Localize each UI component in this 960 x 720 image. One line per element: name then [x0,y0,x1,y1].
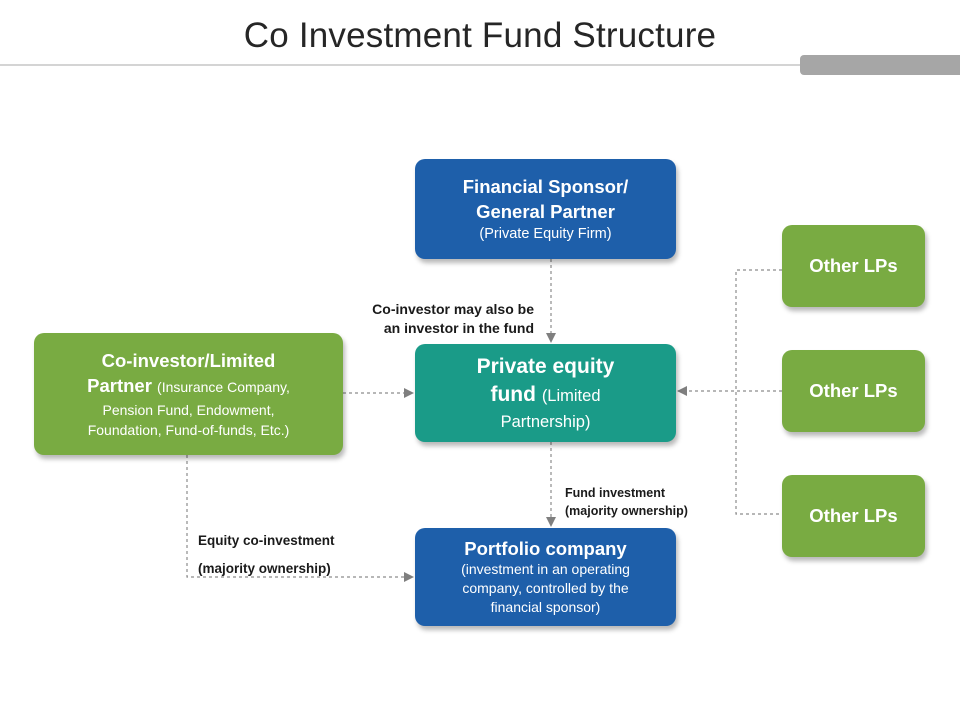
pe-fund-subtitle-end: Partnership) [500,412,591,431]
pe-fund-title-line-1: Private equity [476,354,615,378]
equity-coinvestment-line-1: Equity co-investment [198,533,335,548]
portfolio-desc-line-2: company, controlled by the [462,580,629,596]
title-divider [0,64,960,66]
coinvestor-title-line-1: Co-investor/Limited [101,350,276,371]
portfolio-desc-line-1: (investment in an operating [461,561,630,577]
fund-investment-label: Fund investment (majority ownership) [565,484,688,520]
portfolio-title: Portfolio company [464,538,627,559]
coinvestor-title-line-2: Partner (Insurance Company, [87,373,290,400]
pe-fund-subtitle-start: (Limited [541,386,601,405]
fund-investment-line-2: (majority ownership) [565,504,688,518]
co-investor-note-line-2: an investor in the fund [383,320,534,336]
pe-fund-title-line-2: fund (Limited [490,381,600,410]
sponsor-subtitle: (Private Equity Firm) [479,226,612,242]
title-accent-bar [800,55,960,75]
fund-investment-line-1: Fund investment [565,486,666,500]
coinvestor-desc-line-3: Foundation, Fund-of-funds, Etc.) [87,422,290,438]
portfolio-company-node: Portfolio company (investment in an oper… [415,528,676,626]
equity-coinvestment-line-2: (majority ownership) [198,561,331,576]
co-investor-note: Co-investor may also be an investor in t… [330,300,534,338]
other-lps-node: Other LPs [782,475,925,557]
other-lps-bracket [735,269,782,515]
other-lps-label: Other LPs [809,255,898,276]
page-title: Co Investment Fund Structure [243,16,717,55]
equity-coinvestment-label: Equity co-investment (majority ownership… [198,527,335,583]
pe-fund-title-word: fund [490,382,536,406]
coinvestor-desc-line-2: Pension Fund, Endowment, [102,402,275,418]
coinvestor-to-portfolio-connector [186,455,414,582]
co-investor-node: Co-investor/Limited Partner (Insurance C… [34,333,343,455]
financial-sponsor-node: Financial Sponsor/ General Partner (Priv… [415,159,676,259]
portfolio-desc-line-3: financial sponsor) [490,599,601,615]
coinvestor-title-word: Partner [87,375,152,396]
co-investor-note-line-1: Co-investor may also be [372,301,534,317]
sponsor-title-line-2: General Partner [476,201,615,222]
other-lps-node: Other LPs [782,225,925,307]
other-lps-node: Other LPs [782,350,925,432]
private-equity-fund-node: Private equity fund (Limited Partnership… [415,344,676,442]
other-lps-label: Other LPs [809,380,898,401]
coinvestor-desc-start: (Insurance Company, [157,379,290,395]
other-lps-label: Other LPs [809,505,898,526]
sponsor-title-line-1: Financial Sponsor/ [462,176,629,197]
